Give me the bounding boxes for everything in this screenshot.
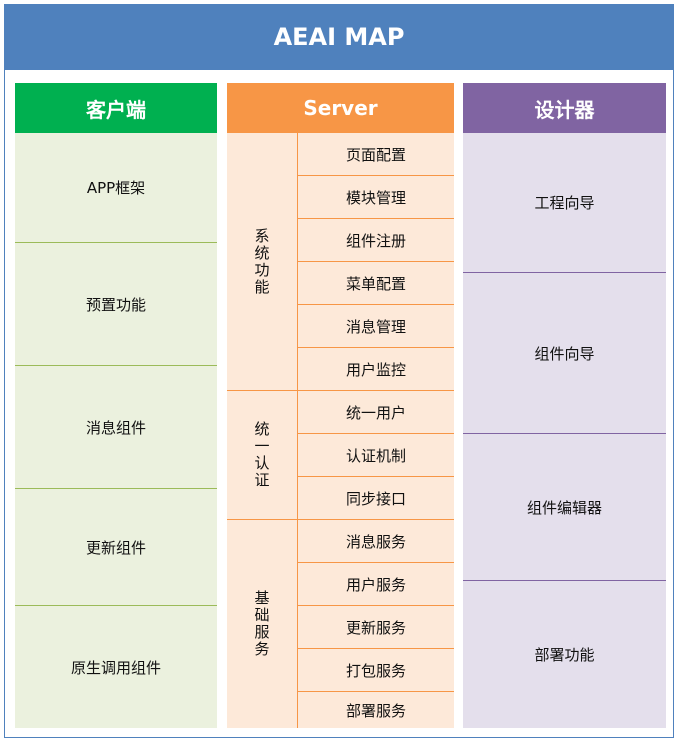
server-item: 菜单配置 [298,262,454,305]
server-group: 统一认证 [227,391,298,520]
server-item: 统一用户 [298,391,454,434]
designer-header: 设计器 [463,83,666,133]
server-item: 消息管理 [298,305,454,348]
server-item-label: 认证机制 [345,446,406,465]
server-group-label: 统一认证 [252,421,271,489]
designer-item-label: 部署功能 [534,646,595,664]
server-item: 消息服务 [298,520,454,563]
server-item: 认证机制 [298,434,454,477]
designer-item-label: 组件向导 [534,344,595,363]
server-item-label: 组件注册 [345,231,406,250]
server-group-label: 系统功能 [252,227,271,296]
client-item-label: 预置功能 [85,295,146,314]
server-item: 用户服务 [298,563,454,606]
client-header: 客户端 [15,83,217,133]
designer-item: 部署功能 [463,581,666,728]
server-item: 页面配置 [298,133,454,176]
client-item: 消息组件 [15,366,217,489]
client-item-label: 更新组件 [85,538,146,557]
client-item-label: 消息组件 [85,418,146,437]
server-item-label: 页面配置 [345,145,406,164]
server-item-label: 统一用户 [345,403,406,422]
server-group: 基础服务 [227,520,298,728]
server-item-label: 模块管理 [345,188,406,207]
server-item-label: 打包服务 [345,661,406,680]
designer-item: 组件编辑器 [463,434,666,581]
server-item: 打包服务 [298,649,454,692]
server-item: 组件注册 [298,219,454,262]
server-item-label: 菜单配置 [345,274,406,293]
server-item: 模块管理 [298,176,454,219]
server-item: 部署服务 [298,692,454,728]
server-header: Server [227,83,454,133]
server-item-label: 同步接口 [345,489,406,508]
client-item: 更新组件 [15,489,217,606]
designer-item: 工程向导 [463,133,666,273]
server-group-label: 基础服务 [252,590,271,658]
client-item: APP框架 [15,133,217,243]
designer-item: 组件向导 [463,273,666,434]
client-item-label: APP框架 [86,179,146,197]
server-item: 更新服务 [298,606,454,649]
client-item: 原生调用组件 [15,606,217,728]
client-item: 预置功能 [15,243,217,366]
server-item-label: 更新服务 [345,618,406,637]
designer-item-label: 工程向导 [534,194,595,212]
server-item-label: 用户服务 [345,575,406,594]
server-item-label: 消息管理 [345,317,406,336]
diagram-title: AEAI MAP [4,4,674,70]
client-item-label: 原生调用组件 [70,658,161,677]
server-item-label: 用户监控 [345,360,406,379]
server-group: 系统功能 [227,133,298,391]
designer-item-label: 组件编辑器 [526,498,602,517]
server-item: 同步接口 [298,477,454,520]
server-item: 用户监控 [298,348,454,391]
server-item-label: 部署服务 [345,701,406,720]
server-item-label: 消息服务 [345,532,406,551]
